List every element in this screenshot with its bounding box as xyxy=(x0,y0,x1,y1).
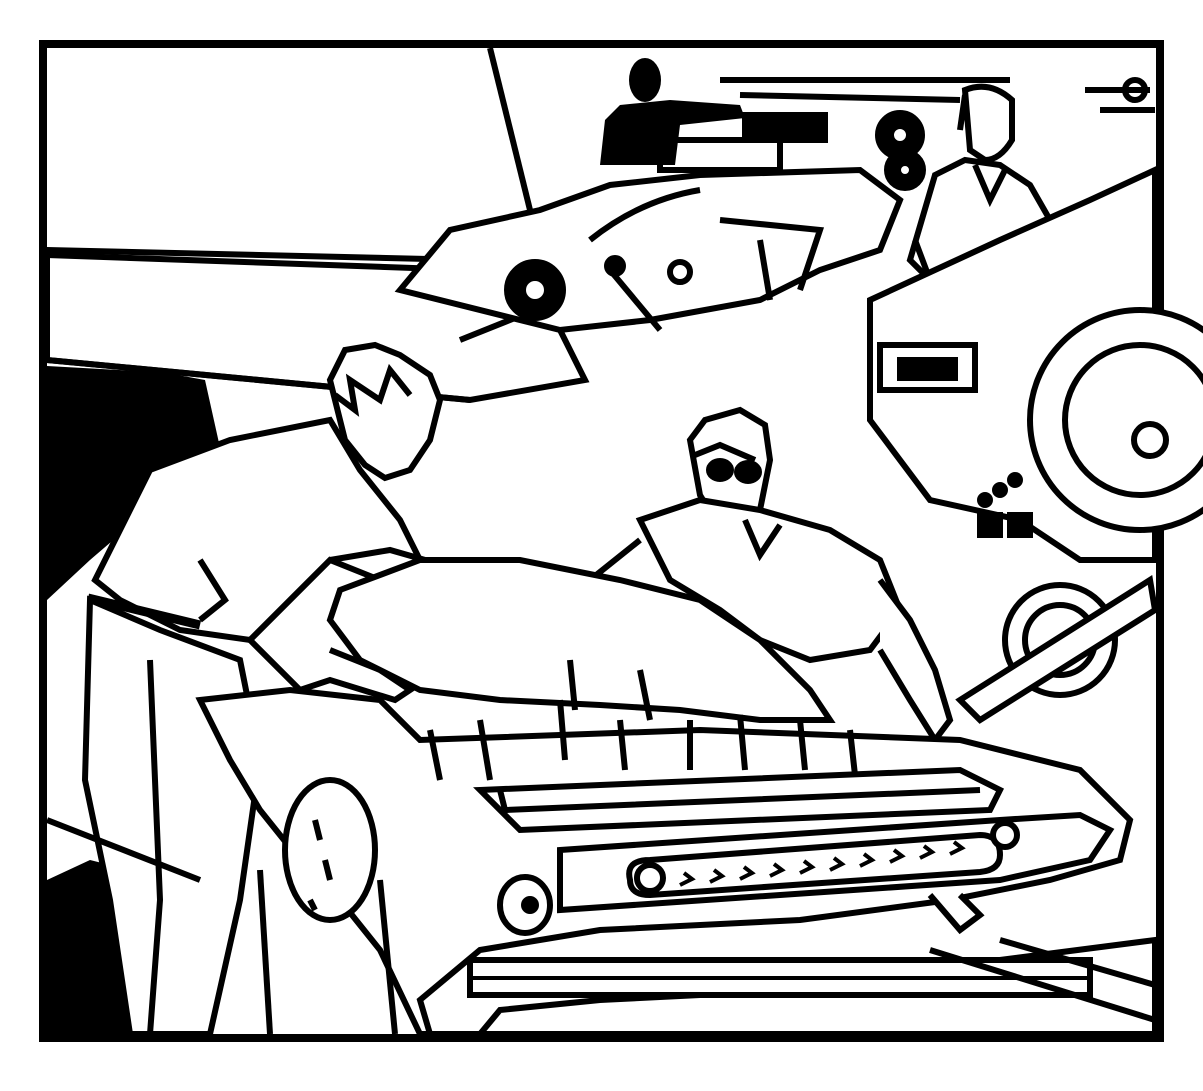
support-rod xyxy=(487,47,533,211)
background-press-unit xyxy=(394,77,1010,334)
paper-sheet xyxy=(326,557,836,723)
floor-lines xyxy=(45,817,1156,1023)
worker-background-silhouette xyxy=(600,58,745,165)
right-feed-arm xyxy=(955,575,1159,724)
front-press-unit xyxy=(195,686,1158,1037)
